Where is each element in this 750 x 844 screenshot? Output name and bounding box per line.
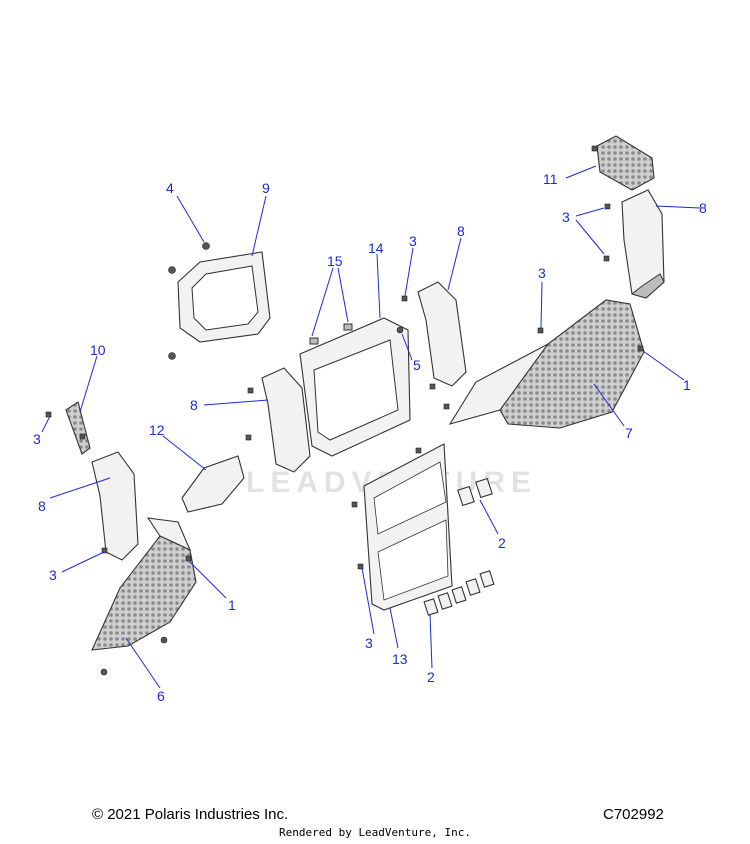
part-8-trim-right-top [621, 189, 665, 299]
part-9-bracket [168, 242, 271, 360]
part-14-center-frame [299, 317, 411, 457]
part-8-trim-center-upper [417, 281, 467, 387]
callout-8: 8 [457, 223, 465, 239]
part-8-trim-left [91, 451, 139, 561]
callout-2: 2 [427, 669, 435, 685]
callout-10: 10 [90, 342, 106, 358]
part-13-switch-panel [363, 443, 453, 611]
part-10-grille-strip [65, 401, 91, 455]
callout-3: 3 [365, 635, 373, 651]
callout-5: 5 [413, 357, 421, 373]
callout-13: 13 [392, 651, 408, 667]
callout-12: 12 [149, 422, 165, 438]
copyright-text: © 2021 Polaris Industries Inc. [92, 806, 289, 823]
callout-14: 14 [368, 240, 384, 256]
part-8-trim-middle [261, 367, 311, 473]
part-7-mesh-panel [448, 299, 645, 429]
callout-3: 3 [409, 233, 417, 249]
leader-lines [41, 165, 701, 689]
callout-4: 4 [166, 180, 174, 196]
part-12-pad [181, 455, 245, 513]
callout-2: 2 [498, 535, 506, 551]
part-11-grille [596, 135, 655, 191]
callout-3: 3 [562, 209, 570, 225]
diagram-code: C702992 [603, 806, 664, 823]
callout-8: 8 [190, 397, 198, 413]
callout-3: 3 [49, 567, 57, 583]
callout-3: 3 [33, 431, 41, 447]
callout-7: 7 [625, 425, 633, 441]
callout-8: 8 [38, 498, 46, 514]
part-2-switch-blanks [423, 477, 495, 616]
callout-1: 1 [683, 377, 691, 393]
clips [45, 145, 644, 570]
rendered-by-text: Rendered by LeadVenture, Inc. [278, 826, 472, 839]
callout-9: 9 [262, 180, 270, 196]
callout-15: 15 [327, 253, 343, 269]
part-6-mesh-panel [91, 517, 197, 676]
callout-11: 11 [543, 171, 558, 187]
callout-1: 1 [228, 597, 236, 613]
callout-3: 3 [538, 265, 546, 281]
callouts: 11 8 3 4 9 15 14 3 8 3 5 1 7 10 8 12 3 8… [33, 171, 707, 704]
callout-6: 6 [157, 688, 165, 704]
callout-8: 8 [699, 200, 707, 216]
